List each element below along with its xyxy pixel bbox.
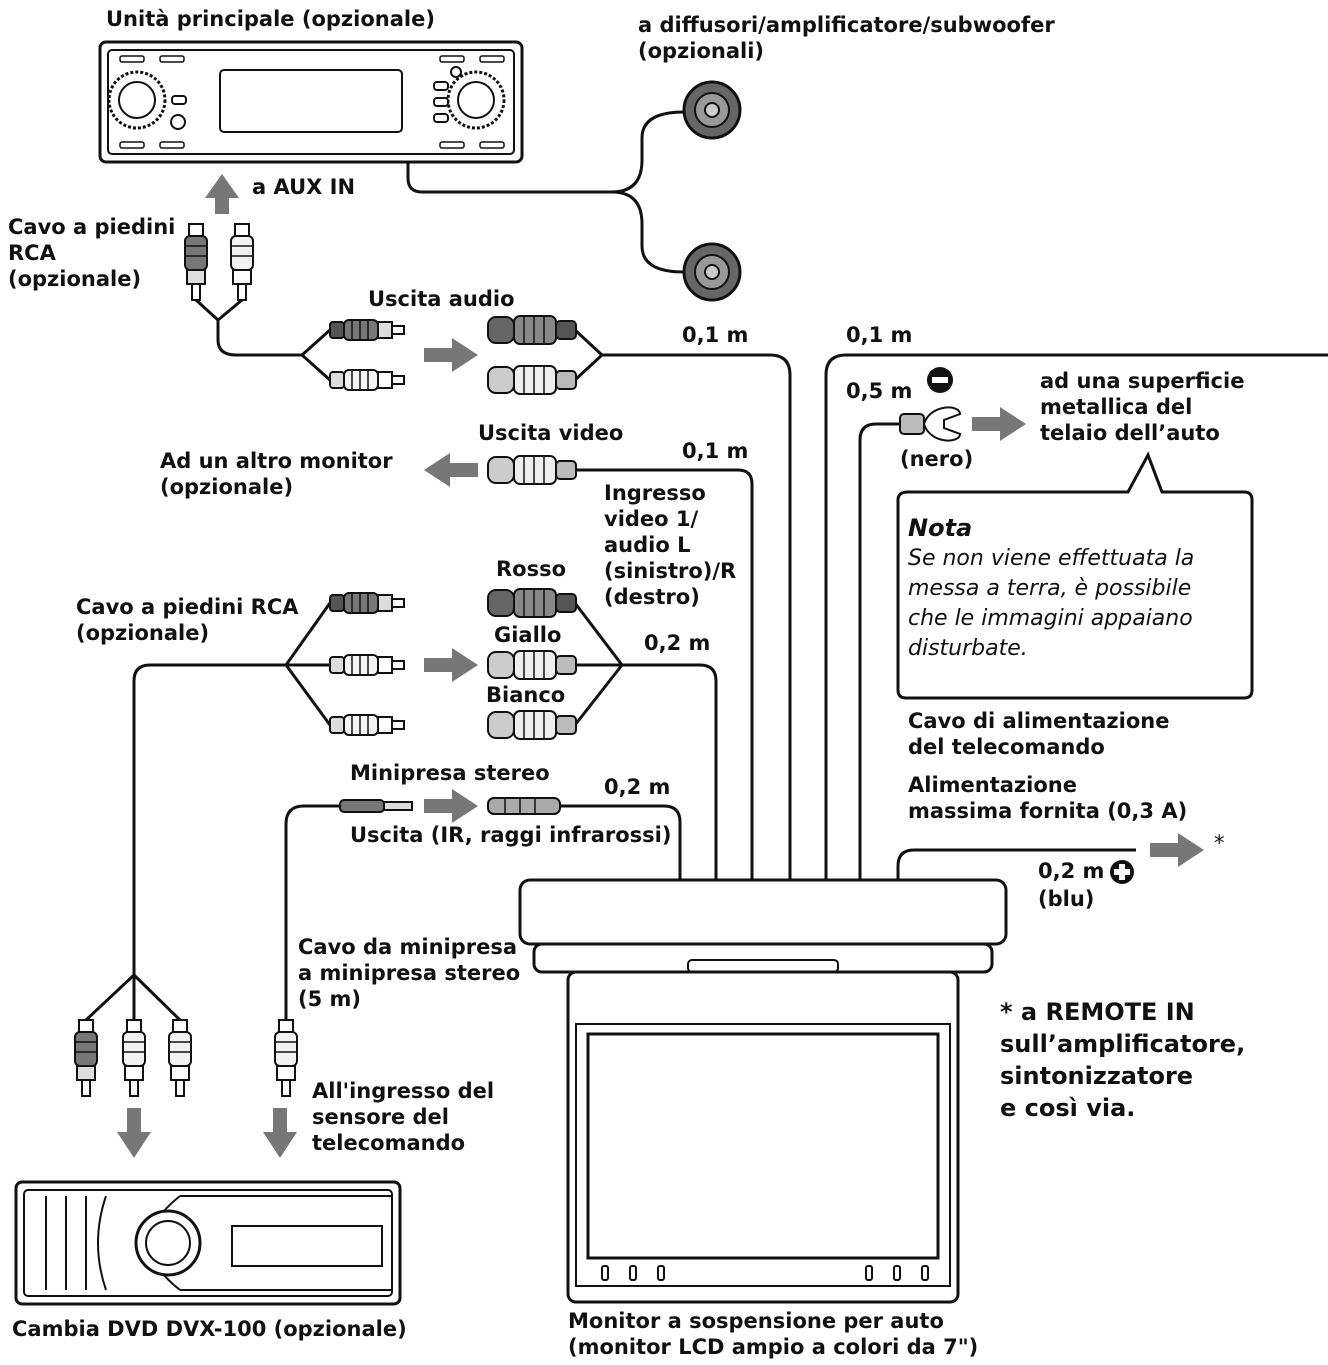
video-in-label: Ingresso video 1/ audio L (sinistro)/R (… — [604, 481, 737, 609]
rca-cable-top-label: Cavo a piedini RCA (opzionale) — [8, 215, 176, 291]
note-body: Se non viene effettuata la messa a terra… — [908, 546, 1195, 661]
plus-circle-icon — [1110, 860, 1134, 884]
note-box — [896, 451, 1254, 700]
other-monitor-label: Ad un altro monitor (opzionale) — [160, 449, 393, 499]
ir-out-label: Uscita (IR, raggi infrarossi) — [350, 823, 672, 847]
video-out-jack — [487, 455, 577, 485]
arrow-down-dvd-icon — [117, 1108, 151, 1158]
rca-plug-top-white — [230, 223, 254, 301]
speakers-label: a diffusori/amplificatore/subwoofer (opz… — [638, 13, 1055, 63]
minijack-plug — [339, 799, 413, 813]
audio-out-jacks — [487, 315, 577, 395]
red-label: Rosso — [496, 557, 567, 581]
black-wire-label: (nero) — [900, 447, 974, 471]
length-av-in-label: 0,2 m — [644, 631, 711, 655]
audio-out-label: Uscita audio — [368, 287, 515, 311]
sensor-input-label: All'ingresso del sensore del telecomando — [312, 1079, 495, 1155]
audio-out-plugs — [329, 319, 405, 391]
arrow-left-video-icon — [424, 453, 478, 487]
monitor — [518, 878, 1008, 1304]
yellow-label: Giallo — [494, 623, 562, 647]
length-audio-label: 0,1 m — [682, 323, 749, 347]
asterisk-label: * — [1214, 831, 1225, 855]
arrow-right-audio-icon — [424, 338, 478, 372]
ground-target-label: ad una superficie metallica del telaio d… — [1040, 369, 1245, 445]
minus-circle-icon — [927, 367, 953, 393]
arrow-up-aux-icon — [205, 174, 239, 214]
arrow-right-ground-icon — [972, 407, 1026, 441]
monitor-label: Monitor a sospensione per auto (monitor … — [568, 1309, 979, 1359]
note-title: Nota — [908, 514, 973, 542]
video-out-label: Uscita video — [478, 421, 624, 445]
white-label: Bianco — [486, 683, 566, 707]
arrow-right-minijack-icon — [424, 789, 478, 823]
dvd-changer — [14, 1180, 402, 1306]
av-in-plugs — [329, 592, 405, 736]
length-video-label: 0,1 m — [682, 439, 749, 463]
length-ground-label: 0,5 m — [846, 379, 913, 403]
blue-wire-label: (blu) — [1038, 887, 1095, 911]
footnote-label: * a REMOTE IN sull’amplificatore, sinton… — [1000, 998, 1246, 1122]
arrow-right-av-icon — [424, 648, 478, 682]
rca-cable-mid-label: Cavo a piedini RCA (opzionale) — [76, 595, 299, 645]
head-unit-label: Unità principale (opzionale) — [106, 7, 435, 31]
arrow-right-remote-icon — [1150, 833, 1204, 867]
dvd-changer-label: Cambia DVD DVX-100 (opzionale) — [12, 1317, 407, 1341]
rca-plug-top-black — [184, 223, 208, 301]
ground-lug — [899, 406, 962, 442]
length-right-top-label: 0,1 m — [846, 323, 913, 347]
head-unit — [98, 40, 524, 164]
aux-in-label: a AUX IN — [252, 175, 356, 199]
max-supply-label: Alimentazione massima fornita (0,3 A) — [908, 773, 1188, 823]
wires — [84, 110, 1328, 1022]
length-minijack-label: 0,2 m — [604, 775, 671, 799]
remote-power-cable-label: Cavo di alimentazione del telecomando — [908, 709, 1170, 759]
speakers — [682, 80, 742, 302]
minijack-label: Minipresa stereo — [350, 761, 550, 785]
arrow-down-sensor-icon — [263, 1108, 297, 1158]
minijack-cable-label: Cavo da minipresa a minipresa stereo (5 … — [298, 935, 521, 1011]
minijack-bottom-plug — [274, 1019, 298, 1097]
minijack-socket — [487, 797, 561, 815]
dvd-rca-plugs — [74, 1019, 192, 1097]
length-remote-label: 0,2 m — [1038, 859, 1105, 883]
av-in-jacks — [487, 588, 577, 740]
